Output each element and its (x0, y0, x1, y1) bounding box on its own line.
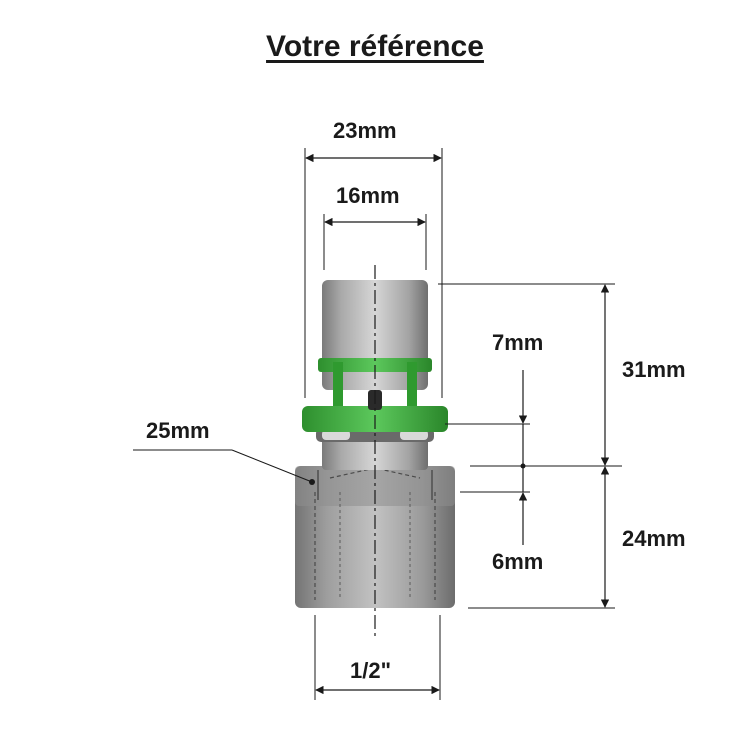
thread-depth-dimension (460, 466, 530, 545)
thread-depth-label: 6mm (492, 549, 544, 574)
collar-depth-label: 7mm (492, 330, 544, 355)
thread-length-label: 24mm (622, 526, 686, 551)
pex-length-dimension (438, 283, 622, 467)
page-title: Votre référence (266, 30, 484, 63)
thread-size-label: 1/2" (350, 658, 392, 683)
thread-size-dimension (314, 615, 441, 700)
collar-depth-dimension (445, 370, 530, 469)
pex-length-label: 31mm (622, 357, 686, 382)
thread-length-dimension (468, 466, 615, 609)
nut-size-leader (133, 449, 313, 483)
inner-width-label: 16mm (336, 183, 400, 208)
threaded-body (295, 466, 455, 608)
inner-width-dimension (323, 214, 427, 270)
outer-width-label: 23mm (333, 118, 397, 143)
nut-size-label: 25mm (146, 418, 210, 443)
outer-width-dimension (304, 148, 443, 398)
